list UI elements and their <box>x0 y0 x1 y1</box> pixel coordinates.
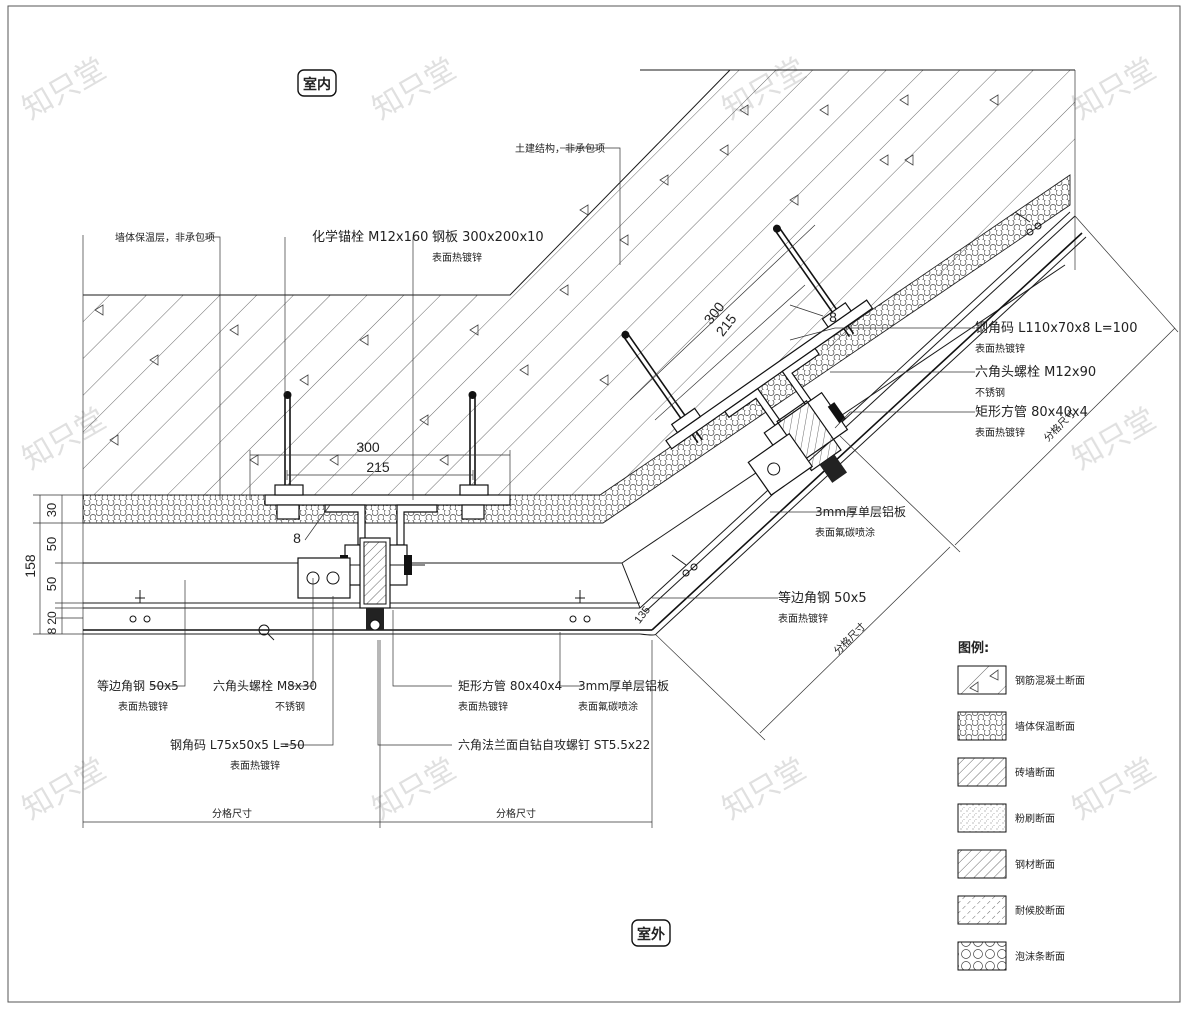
legend-item-brick: 砖墙断面 <box>957 757 1055 787</box>
dim-158: 158 <box>22 554 38 578</box>
room-tag-indoor: 室内 <box>297 69 337 97</box>
label-screw: 六角法兰面自钻自攻螺钉 ST5.5x22 <box>458 737 650 752</box>
room-tag-outdoor: 室外 <box>631 919 671 947</box>
legend-item-foam: 泡沫条断面 <box>957 941 1065 971</box>
legend-label-plaster: 粉刷断面 <box>1015 812 1055 825</box>
legend-label-brick: 砖墙断面 <box>1015 766 1055 779</box>
legend-label-sealant: 耐候胶断面 <box>1015 904 1065 917</box>
legend-label-foam: 泡沫条断面 <box>1015 950 1065 963</box>
watermark-10: 知只堂 <box>1067 752 1162 827</box>
watermark-9: 知只堂 <box>717 752 812 827</box>
dim-30: 30 <box>44 503 59 517</box>
label-tube-left-1: 矩形方管 80x40x4 <box>458 678 562 693</box>
label-eqangle-right-1: 等边角钢 50x5 <box>778 590 867 606</box>
label-bolt-left-1: 六角头螺栓 M8x30 <box>213 678 317 693</box>
left-bracket-assembly <box>129 391 591 641</box>
dim-215: 215 <box>366 459 390 475</box>
dimensions-horizontal: 300 215 8 分格尺寸 分格尺寸 <box>82 439 653 828</box>
label-angle-left-1: 钢角码 L75x50x5 L=50 <box>170 738 305 752</box>
legend-label-concrete: 钢筋混凝土断面 <box>1015 674 1085 687</box>
label-angle-right-1: 钢角码 L110x70x8 L=100 <box>975 321 1137 336</box>
legend-item-insulation: 墙体保温断面 <box>957 711 1075 741</box>
label-plate-2: 表面热镀锌 <box>432 251 482 264</box>
dim-8-diag: 8 <box>829 309 837 325</box>
cladding-diagonal <box>621 211 1087 636</box>
concrete-structure <box>82 69 1076 640</box>
watermark-2: 知只堂 <box>367 52 462 127</box>
dim-8: 8 <box>293 530 301 546</box>
label-tube-left-2: 表面热镀锌 <box>458 700 508 713</box>
watermark-1: 知只堂 <box>17 52 112 127</box>
dim-grid-mid: 分格尺寸 <box>496 807 536 820</box>
label-anchor: 化学锚栓 M12x160 <box>312 229 428 245</box>
label-structure: 土建结构，非承包项 <box>515 142 605 155</box>
watermark-4: 知只堂 <box>1067 52 1162 127</box>
dim-8v: 8 <box>45 627 59 634</box>
label-angle-left-2: 表面热镀锌 <box>230 759 280 772</box>
legend-item-sealant: 耐候胶断面 <box>957 895 1065 925</box>
legend-item-plaster: 粉刷断面 <box>957 803 1055 833</box>
callouts: 土建结构，非承包项 墙体保温层，非承包项 化学锚栓 M12x160 钢板 300… <box>97 142 1137 772</box>
label-bolt-right-2: 不锈钢 <box>975 386 1005 399</box>
legend-title: 图例: <box>958 640 989 656</box>
drawing-frame <box>7 5 1181 1003</box>
dimensions-vertical: 158 30 50 50 20 8 <box>22 494 83 635</box>
label-tube-right-1: 矩形方管 80x40x4 <box>975 404 1088 420</box>
right-bracket-assembly <box>621 224 874 496</box>
dim-300: 300 <box>356 439 380 455</box>
dim-grid-diag2: 分格尺寸 <box>831 620 868 657</box>
dim-50b: 50 <box>44 577 59 591</box>
legend-label-insulation: 墙体保温断面 <box>1015 720 1075 733</box>
leader-lines <box>150 147 975 746</box>
label-bolt-right-1: 六角头螺栓 M12x90 <box>975 365 1096 380</box>
label-eqangle-left-2: 表面热镀锌 <box>118 700 168 713</box>
label-eqangle-left-1: 等边角钢 50x5 <box>97 679 179 693</box>
label-insulation: 墙体保温层，非承包项 <box>115 231 215 244</box>
legend-item-concrete: 钢筋混凝土断面 <box>957 665 1085 695</box>
dim-50a: 50 <box>44 537 59 551</box>
indoor-label: 室内 <box>303 76 331 93</box>
label-alu-right-2: 表面氟碳喷涂 <box>815 526 875 539</box>
dim-grid-left: 分格尺寸 <box>212 807 252 820</box>
label-alu-right-1: 3mm厚单层铝板 <box>815 504 906 519</box>
label-alu-left-2: 表面氟碳喷涂 <box>578 700 638 713</box>
watermark-7: 知只堂 <box>17 752 112 827</box>
label-angle-right-2: 表面热镀锌 <box>975 342 1025 355</box>
label-plate-1: 钢板 300x200x10 <box>432 230 544 245</box>
legend-item-steel: 钢材断面 <box>957 849 1055 879</box>
legend: 图例: 钢筋混凝土断面 墙体保温断面 砖墙断面 粉刷断面 钢材断面 耐候胶断面 <box>957 640 1085 971</box>
label-bolt-left-2: 不锈钢 <box>275 700 305 713</box>
right-frame-screws <box>671 211 1042 577</box>
dim-20: 20 <box>45 611 59 625</box>
watermark-8: 知只堂 <box>367 752 462 827</box>
legend-label-steel: 钢材断面 <box>1015 858 1055 871</box>
outdoor-label: 室外 <box>637 926 665 943</box>
label-eqangle-right-2: 表面热镀锌 <box>778 612 828 625</box>
label-tube-right-2: 表面热镀锌 <box>975 426 1025 439</box>
label-alu-left-1: 3mm厚单层铝板 <box>578 678 669 693</box>
